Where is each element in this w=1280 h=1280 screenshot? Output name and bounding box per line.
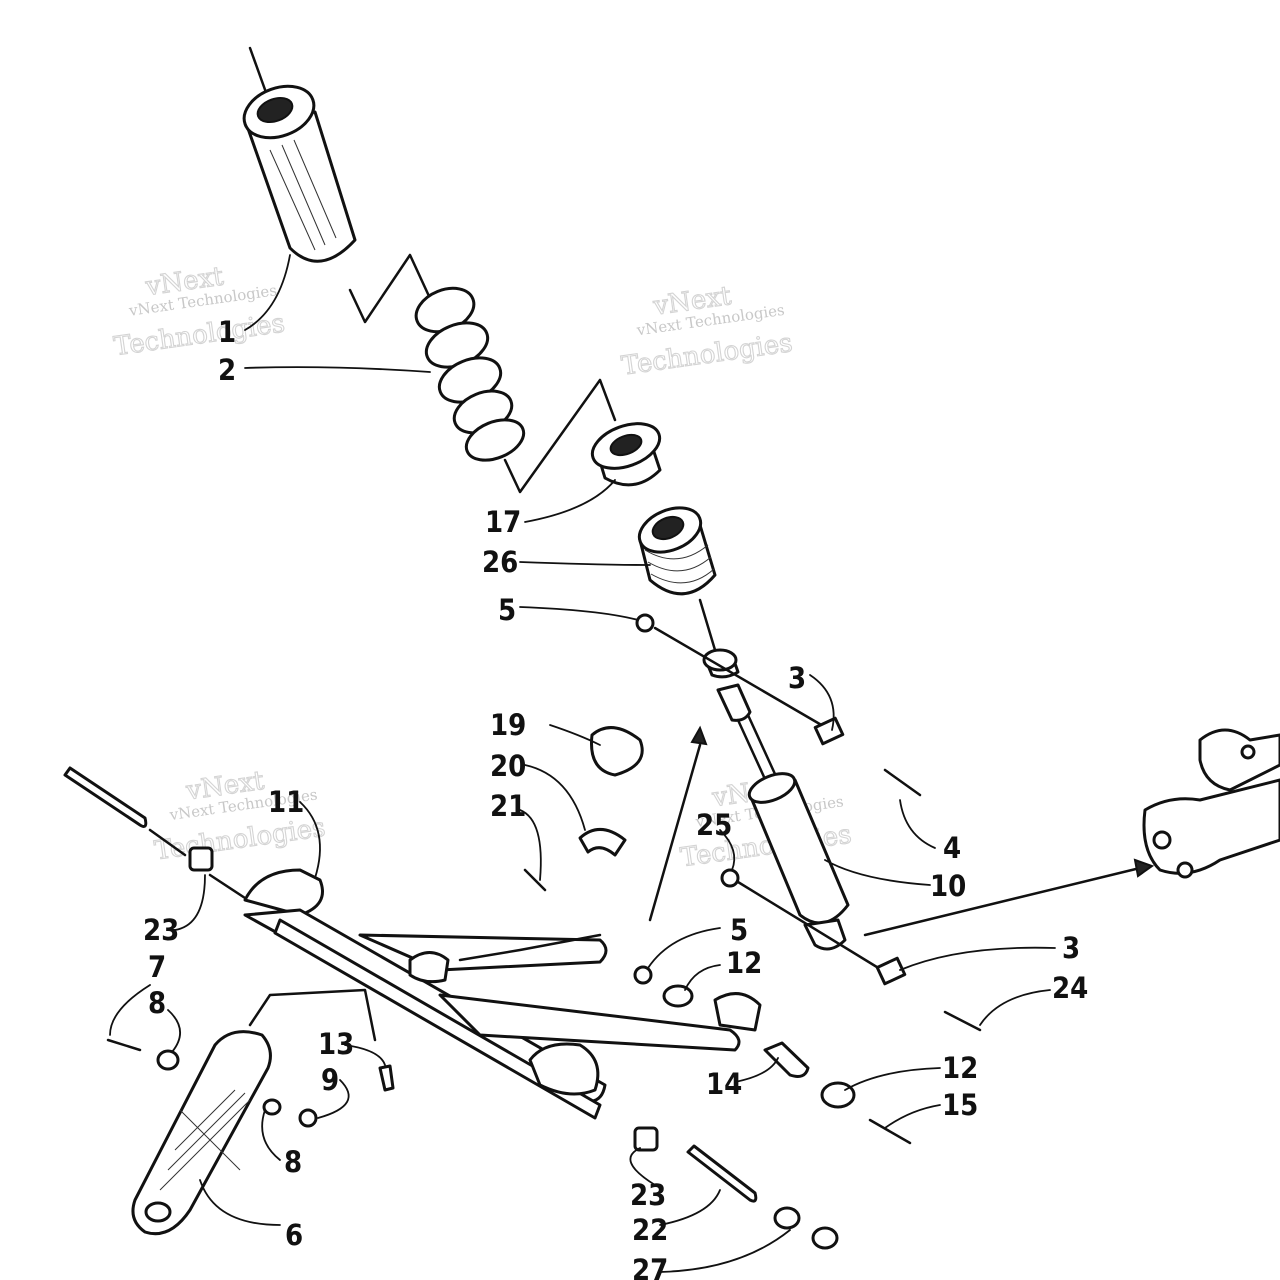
frame-bracket-partial [1142,728,1280,879]
callout-13: 13 [318,1027,354,1061]
part-22-pin-upper [63,766,148,828]
watermark-top-center: vNext vNext Technologies Technologies [619,281,795,383]
callout-20: 20 [490,749,526,783]
part-8-washer-upper [156,1049,180,1071]
part-3-spacer-upper [813,716,845,746]
part-5-nut-lower [633,965,653,985]
callout-1: 1 [218,315,236,349]
part-22-pin [686,1144,758,1203]
part-23-bushing-upper [188,846,214,872]
callout-15: 15 [942,1088,978,1122]
callout-9: 9 [321,1063,339,1097]
part-25-nut [720,868,740,888]
part-6-lever-arm [131,1030,272,1236]
callout-12-upper: 12 [726,946,762,980]
callout-23-lower: 23 [630,1178,666,1212]
callout-14: 14 [706,1067,742,1101]
part-11-suspension-arm [243,868,762,1120]
part-19-bump-stop [589,726,644,777]
part-24-bolt [943,1010,982,1032]
callout-3-lower: 3 [1062,931,1080,965]
callout-6: 6 [285,1218,303,1252]
callout-23-upper: 23 [143,913,179,947]
callout-26: 26 [482,545,518,579]
part-13-grease-fitting [378,1064,395,1092]
watermark-top-left: vNext vNext Technologies Technologies [112,261,288,363]
callout-2: 2 [218,353,236,387]
callout-22: 22 [632,1213,668,1247]
part-21-screw [523,868,547,892]
callout-27: 27 [632,1253,668,1280]
reference-arrows [458,725,1155,962]
part-27-washer [773,1206,801,1230]
part-9-nut [298,1108,318,1128]
callout-8-upper: 8 [148,986,166,1020]
callout-3-upper: 3 [788,661,806,695]
callout-12-lower: 12 [942,1051,978,1085]
callout-17: 17 [485,505,521,539]
part-23-bushing-lower [633,1126,659,1152]
callout-labels: 1 2 17 26 5 3 19 20 21 11 25 4 10 23 5 3… [143,315,1088,1280]
part-3-spacer-lower [875,956,907,986]
part-2-coil-spring [348,253,617,494]
callout-4: 4 [943,831,961,865]
hardware-group [63,613,982,1250]
part-12-bushing-lower [820,1081,856,1109]
callout-24: 24 [1052,971,1088,1005]
callout-7: 7 [148,950,166,984]
part-17-adjuster-nut [590,422,662,487]
callout-25: 25 [696,808,732,842]
part-15-bolt [868,1118,912,1145]
callout-5-lower: 5 [730,913,748,947]
part-10-shock-body [698,598,850,951]
part-12-bushing-upper [662,984,694,1008]
part-26-threaded-collar [637,506,717,596]
leader-lines [109,254,1056,1273]
part-4-bolt [883,768,922,797]
part-1-shock-sleeve [242,46,357,263]
part-14-spacer [763,1041,810,1078]
part-5-nut-upper [635,613,655,633]
callout-5-upper: 5 [498,593,516,627]
callout-19: 19 [490,708,526,742]
callout-10: 10 [930,869,966,903]
part-8-washer-lower [262,1098,282,1116]
callout-8-lower: 8 [284,1145,302,1179]
callout-11: 11 [268,785,304,819]
part-20-clamp [578,828,627,857]
callout-21: 21 [490,789,526,823]
part-7-bolt [106,1038,142,1052]
